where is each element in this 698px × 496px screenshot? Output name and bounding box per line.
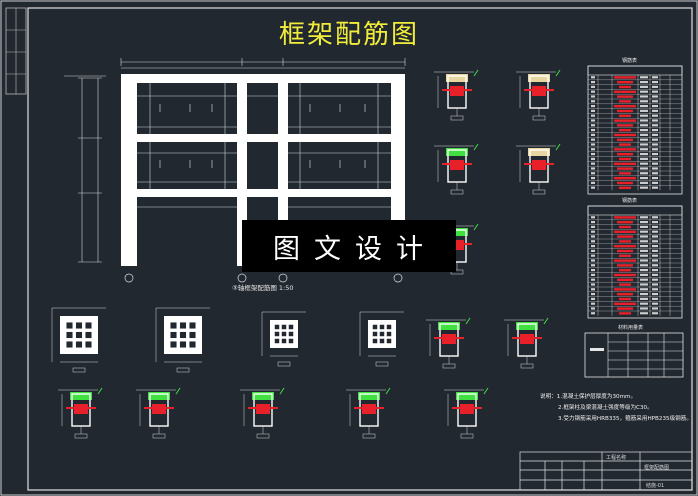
- frame-beam-roof: [121, 74, 405, 83]
- beam-section: [516, 143, 561, 195]
- beam-section: [444, 387, 489, 439]
- beam-section: [58, 387, 103, 439]
- beam-sections-bottom: [58, 317, 549, 439]
- frame-caption: ③轴框架配筋图 1:50: [232, 284, 294, 292]
- notes-heading: 说明：: [540, 394, 557, 400]
- beam-sections-right: [434, 69, 561, 275]
- beam-section: [136, 387, 181, 439]
- title-block-drawing: 框架配筋图: [644, 465, 670, 471]
- frame-column-mid-a: [237, 74, 247, 266]
- beam-section: [346, 387, 391, 439]
- beam-section: [240, 387, 285, 439]
- title-block-project: 工程名称: [606, 455, 627, 461]
- material-table-title: 材料用量表: [618, 325, 644, 331]
- rebar-table-title: 钢筋表: [622, 198, 638, 204]
- frame-column-mid-b: [278, 74, 288, 266]
- general-notes: 说明：1.混凝土保护层厚度为30mm。 2.框架柱及梁混凝土强度等级为C30。 …: [540, 392, 692, 425]
- column-section: [359, 311, 404, 367]
- watermark-banner: 图文设计: [242, 220, 456, 272]
- frame-beam-3: [121, 134, 405, 142]
- beam-section: [434, 69, 479, 121]
- frame-column-right: [391, 74, 405, 266]
- frame-beam-2: [121, 189, 405, 197]
- rebar-table-title: 钢筋表: [622, 58, 638, 64]
- note-item: 3.受力钢筋采用HRB335，箍筋采用HPB235级钢筋。: [558, 416, 692, 422]
- rebar-table-2: [587, 205, 683, 319]
- sheet-border-inner: [27, 7, 693, 491]
- beam-section: [434, 143, 479, 195]
- frame-column-left: [121, 74, 137, 266]
- note-item: 2.框架柱及梁混凝土强度等级为C30。: [558, 405, 653, 411]
- column-section: [261, 311, 306, 367]
- title-block-sheet: 结施-01: [646, 483, 665, 489]
- column-sections: [51, 307, 404, 373]
- frame-elevation: [64, 58, 406, 283]
- column-section: [155, 307, 210, 373]
- title-block: [519, 451, 693, 491]
- drawing-title: 框架配筋图: [278, 20, 419, 50]
- beam-section: [516, 69, 561, 121]
- beam-section: [426, 317, 471, 369]
- beam-section: [504, 317, 549, 369]
- column-section: [51, 307, 106, 373]
- rebar-table-1: [587, 65, 683, 195]
- note-item: 1.混凝土保护层厚度为30mm。: [556, 394, 637, 400]
- material-table: [584, 332, 684, 378]
